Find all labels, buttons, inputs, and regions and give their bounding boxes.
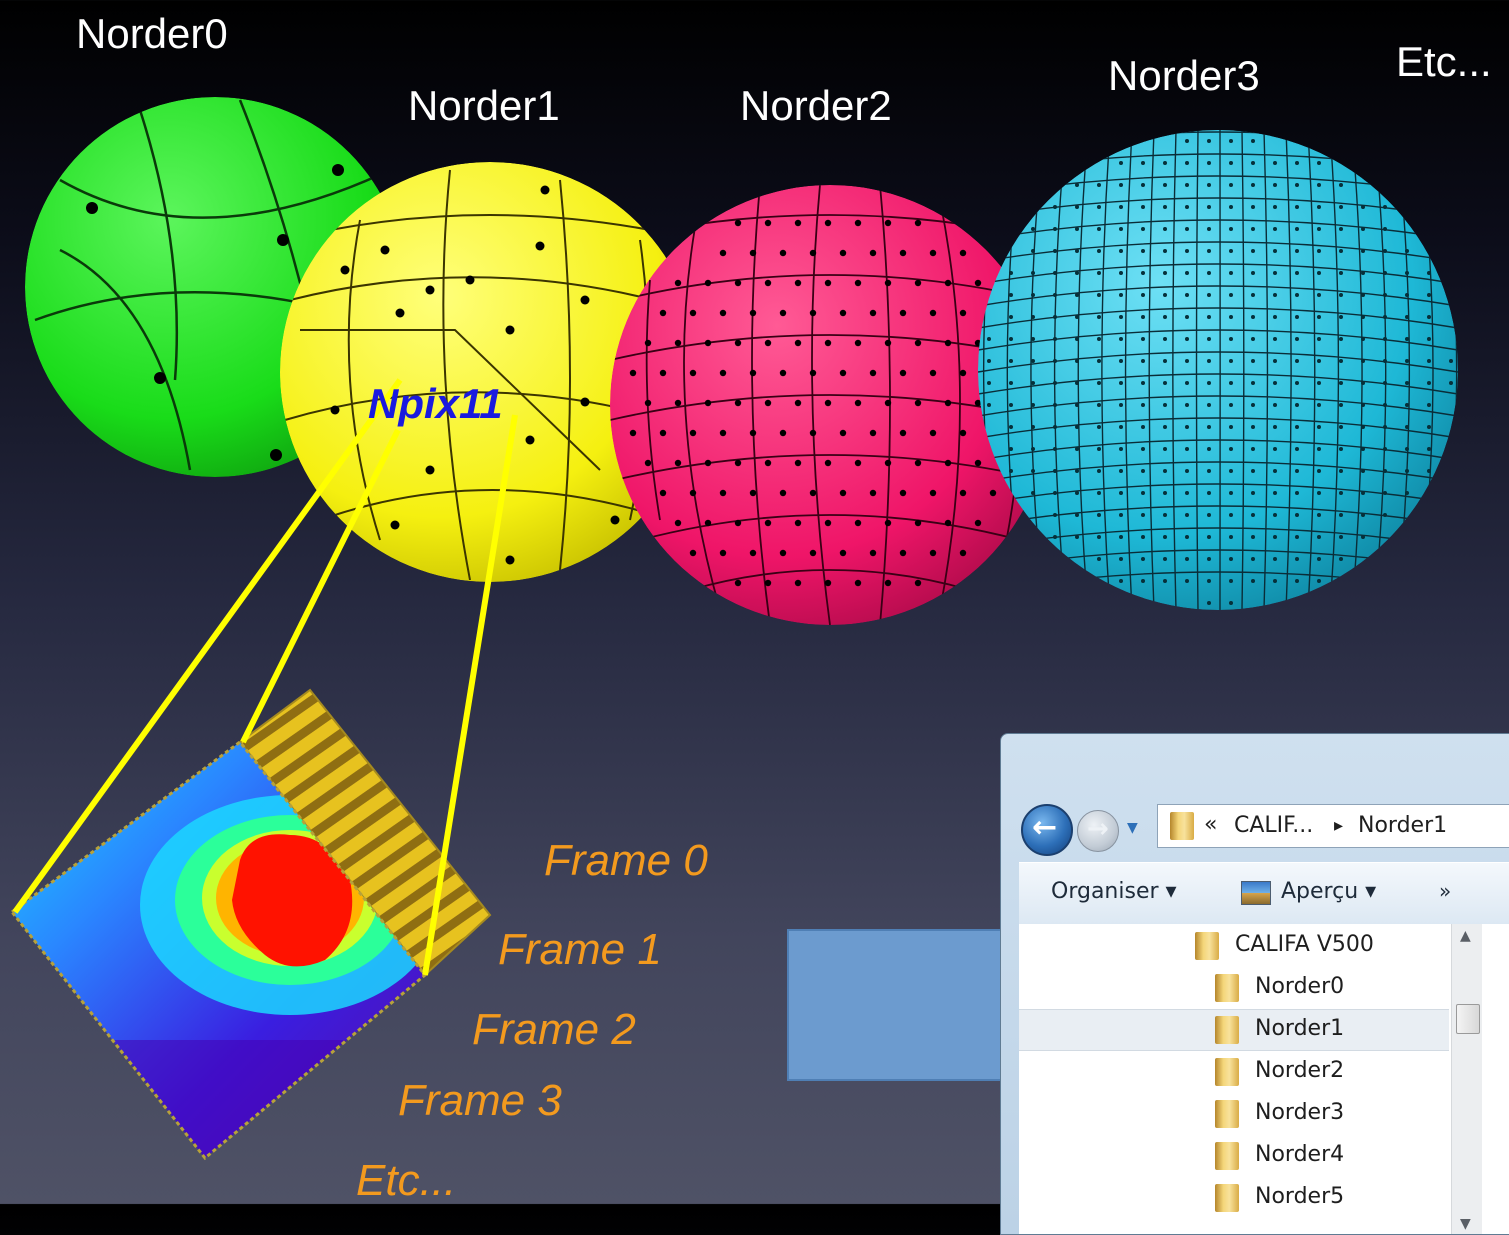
folder-icon bbox=[1215, 1100, 1239, 1128]
folder-icon bbox=[1215, 974, 1239, 1002]
tree-item-norder2[interactable]: Norder2 bbox=[1215, 1052, 1445, 1092]
folder-icon bbox=[1215, 1142, 1239, 1170]
folder-icon bbox=[1195, 932, 1219, 960]
zoom-connector-lines bbox=[12, 378, 518, 976]
tree-item-norder4[interactable]: Norder4 bbox=[1215, 1136, 1445, 1176]
tree-item-label: Norder1 bbox=[1255, 1016, 1345, 1041]
address-overflow-chevron[interactable]: « bbox=[1204, 812, 1218, 837]
tree-item-califa[interactable]: CALIFA V500 bbox=[1195, 926, 1445, 966]
sphere-norder3 bbox=[978, 130, 1458, 610]
tree-item-norder5[interactable]: Norder5 bbox=[1215, 1178, 1445, 1218]
forward-arrow-icon: → bbox=[1087, 814, 1109, 844]
address-bar[interactable]: « CALIF... ▸ Norder1 bbox=[1157, 804, 1509, 848]
tree-item-norder3[interactable]: Norder3 bbox=[1215, 1094, 1445, 1134]
folder-icon bbox=[1170, 812, 1194, 840]
tree-item-norder0[interactable]: Norder0 bbox=[1215, 968, 1445, 1008]
label-norder0: Norder0 bbox=[76, 10, 228, 57]
preview-image-icon bbox=[1241, 881, 1271, 905]
folder-tree: CALIFA V500 Norder0 Norder1 Norder2 Nord… bbox=[1019, 924, 1509, 1234]
label-norder2: Norder2 bbox=[740, 82, 892, 129]
frame-label-1: Frame 1 bbox=[498, 925, 662, 974]
tree-item-norder1[interactable]: Norder1 bbox=[1019, 1009, 1449, 1051]
file-explorer-window: ← → ▼ « CALIF... ▸ Norder1 Organiser ▾ A… bbox=[1000, 733, 1509, 1235]
address-segment-norder1[interactable]: Norder1 bbox=[1358, 813, 1448, 838]
label-norder1: Norder1 bbox=[408, 82, 560, 129]
forward-button[interactable]: → bbox=[1077, 810, 1119, 852]
tree-item-label: Norder5 bbox=[1255, 1184, 1345, 1209]
tree-item-label: Norder0 bbox=[1255, 974, 1345, 999]
folder-icon bbox=[1215, 1016, 1239, 1044]
label-norder3: Norder3 bbox=[1108, 52, 1260, 99]
tree-item-label: Norder4 bbox=[1255, 1142, 1345, 1167]
back-arrow-icon: ← bbox=[1032, 810, 1058, 845]
breadcrumb-arrow-icon[interactable]: ▸ bbox=[1334, 815, 1344, 836]
scroll-down-icon[interactable]: ▼ bbox=[1460, 1216, 1471, 1232]
apercu-button[interactable]: Aperçu ▾ bbox=[1281, 879, 1377, 904]
frame-label-3: Frame 3 bbox=[398, 1076, 562, 1125]
scroll-thumb[interactable] bbox=[1456, 1004, 1480, 1034]
npix-label: Npix11 bbox=[368, 380, 503, 427]
frame-label-2: Frame 2 bbox=[472, 1005, 636, 1054]
scroll-up-icon[interactable]: ▲ bbox=[1460, 928, 1471, 944]
back-button[interactable]: ← bbox=[1021, 804, 1073, 856]
tree-item-label: Norder3 bbox=[1255, 1100, 1345, 1125]
folder-icon bbox=[1215, 1058, 1239, 1086]
toolbar-more-button[interactable]: » bbox=[1439, 879, 1452, 903]
explorer-toolbar: Organiser ▾ Aperçu ▾ » bbox=[1019, 862, 1509, 926]
address-segment-califa[interactable]: CALIF... bbox=[1234, 813, 1314, 838]
tree-item-label: CALIFA V500 bbox=[1235, 932, 1374, 957]
tree-item-label: Norder2 bbox=[1255, 1058, 1345, 1083]
zoomed-pixel-patch bbox=[9, 688, 492, 1161]
tree-scrollbar[interactable]: ▲ ▼ bbox=[1451, 924, 1482, 1234]
folder-icon bbox=[1215, 1184, 1239, 1212]
healpix-diagram bbox=[9, 97, 1458, 1161]
organiser-button[interactable]: Organiser ▾ bbox=[1051, 879, 1177, 904]
frame-label-0: Frame 0 bbox=[544, 836, 708, 885]
history-dropdown-icon[interactable]: ▼ bbox=[1127, 820, 1138, 836]
frame-label-etc: Etc... bbox=[356, 1156, 457, 1205]
label-orders-etc: Etc... bbox=[1396, 38, 1492, 85]
